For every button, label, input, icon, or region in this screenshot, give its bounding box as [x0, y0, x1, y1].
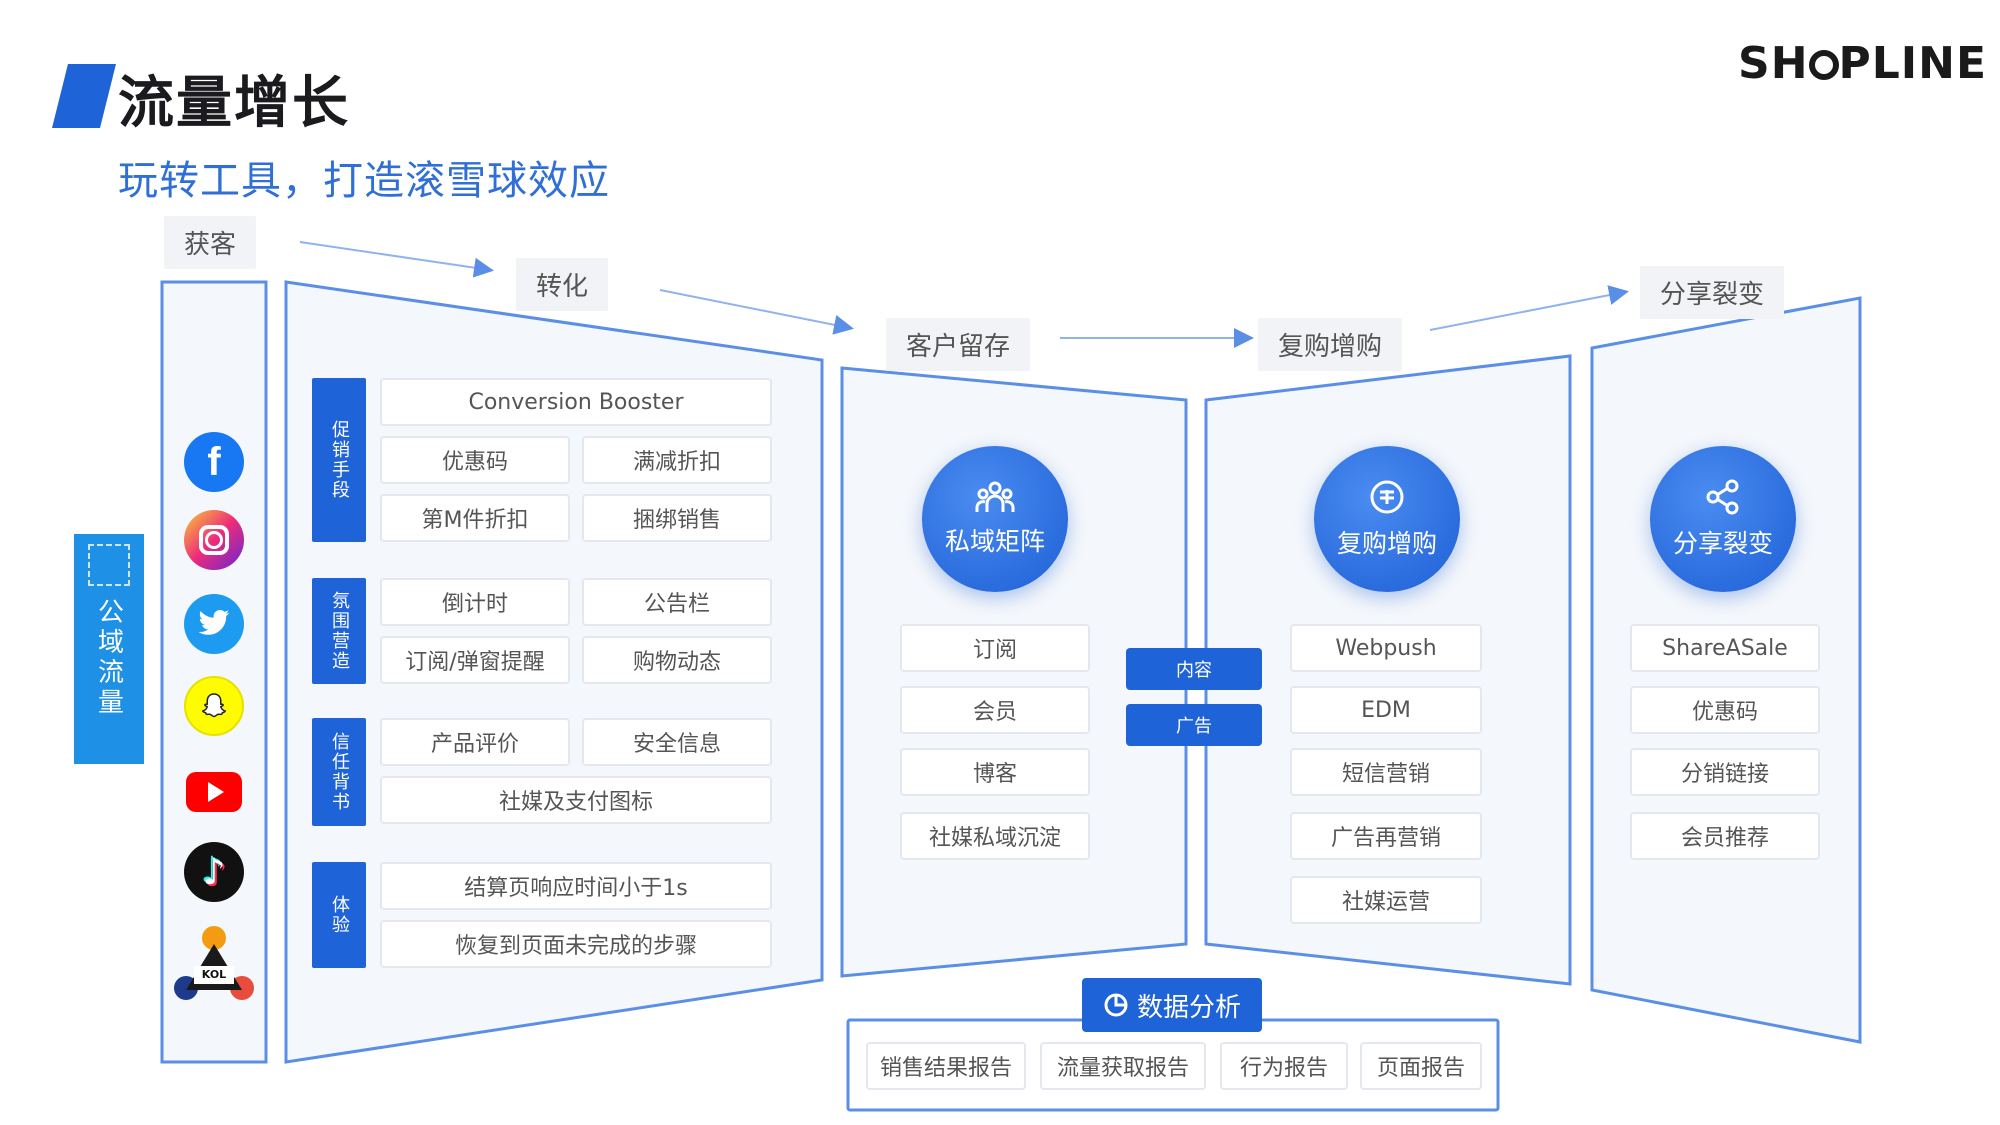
chip-edm: EDM: [1290, 686, 1482, 734]
private-domain-label: 私域矩阵: [944, 527, 1045, 556]
snapchat-icon: [184, 676, 244, 736]
youtube-icon: [186, 772, 242, 812]
analytics-title-badge: 数据分析: [1082, 978, 1262, 1032]
stage-label-share: 分享裂变: [1640, 266, 1785, 319]
conversion-tab-atmosphere: 氛围营造: [312, 578, 366, 684]
private-domain-circle: 私域矩阵: [922, 446, 1068, 592]
chip-restore-steps: 恢复到页面未完成的步骤: [380, 920, 772, 968]
chip-subscribe-popup: 订阅/弹窗提醒: [380, 636, 570, 684]
twitter-icon: [184, 594, 244, 654]
chip-affiliate-link: 分销链接: [1630, 748, 1820, 796]
public-traffic-label: 公域流量: [93, 598, 124, 718]
chip-product-reviews: 产品评价: [380, 718, 570, 766]
sharing-label: 分享裂变: [1672, 529, 1773, 558]
chip-conversion-booster: Conversion Booster: [380, 378, 772, 426]
facebook-icon: f: [184, 432, 244, 492]
chip-social-payment-icons: 社媒及支付图标: [380, 776, 772, 824]
people-icon: [975, 481, 1015, 512]
chip-security-info: 安全信息: [582, 718, 772, 766]
chip-shopping-activity: 购物动态: [582, 636, 772, 684]
chip-sms-marketing: 短信营销: [1290, 748, 1482, 796]
analytics-title: 数据分析: [1136, 992, 1241, 1023]
chip-webpush: Webpush: [1290, 624, 1482, 672]
page-title: 流量增长: [118, 71, 350, 136]
bridge-content-badge: 内容: [1126, 648, 1262, 690]
chip-member-referral: 会员推荐: [1630, 812, 1820, 860]
stage-label-acquire: 获客: [164, 216, 257, 269]
chip-sales-report: 销售结果报告: [866, 1042, 1026, 1090]
chip-social-private: 社媒私域沉淀: [900, 812, 1090, 860]
chip-countdown: 倒计时: [380, 578, 570, 626]
kol-icon: KOL: [172, 926, 256, 1004]
repurchase-icon: [1370, 480, 1404, 514]
public-traffic-tab: 公域流量: [74, 534, 144, 764]
sharing-circle: 分享裂变: [1650, 446, 1796, 592]
share-icon: [1706, 479, 1739, 515]
stage-label-repurchase: 复购增购: [1258, 318, 1403, 371]
repurchase-circle: 复购增购: [1314, 446, 1460, 592]
bridge-ads-badge: 广告: [1126, 704, 1262, 746]
chip-coupon: 优惠码: [380, 436, 570, 484]
chip-traffic-report: 流量获取报告: [1040, 1042, 1206, 1090]
chip-bundle-sales: 捆绑销售: [582, 494, 772, 542]
pie-chart-icon: [1104, 993, 1128, 1017]
chip-membership: 会员: [900, 686, 1090, 734]
chip-subscribe: 订阅: [900, 624, 1090, 672]
chip-checkout-speed: 结算页响应时间小于1s: [380, 862, 772, 910]
chip-nth-item-discount: 第M件折扣: [380, 494, 570, 542]
instagram-icon: [184, 510, 244, 570]
conversion-tab-promotion: 促销手段: [312, 378, 366, 542]
qr-code-icon: [88, 544, 130, 586]
page-subtitle: 玩转工具，打造滚雪球效应: [118, 158, 610, 204]
stage-label-convert: 转化: [516, 258, 609, 311]
chip-shareasale: ShareASale: [1630, 624, 1820, 672]
chip-behavior-report: 行为报告: [1220, 1042, 1348, 1090]
chip-threshold-discount: 满减折扣: [582, 436, 772, 484]
chip-ad-remarketing: 广告再营销: [1290, 812, 1482, 860]
conversion-tab-trust: 信任背书: [312, 718, 366, 826]
conversion-tab-experience: 体验: [312, 862, 366, 968]
chip-share-coupon: 优惠码: [1630, 686, 1820, 734]
chip-blog: 博客: [900, 748, 1090, 796]
tiktok-icon: ♪: [184, 842, 244, 902]
chip-page-report: 页面报告: [1360, 1042, 1482, 1090]
chip-announcement-bar: 公告栏: [582, 578, 772, 626]
chip-social-operations: 社媒运营: [1290, 876, 1482, 924]
stage-label-retain: 客户留存: [886, 318, 1031, 371]
repurchase-label: 复购增购: [1336, 529, 1437, 558]
